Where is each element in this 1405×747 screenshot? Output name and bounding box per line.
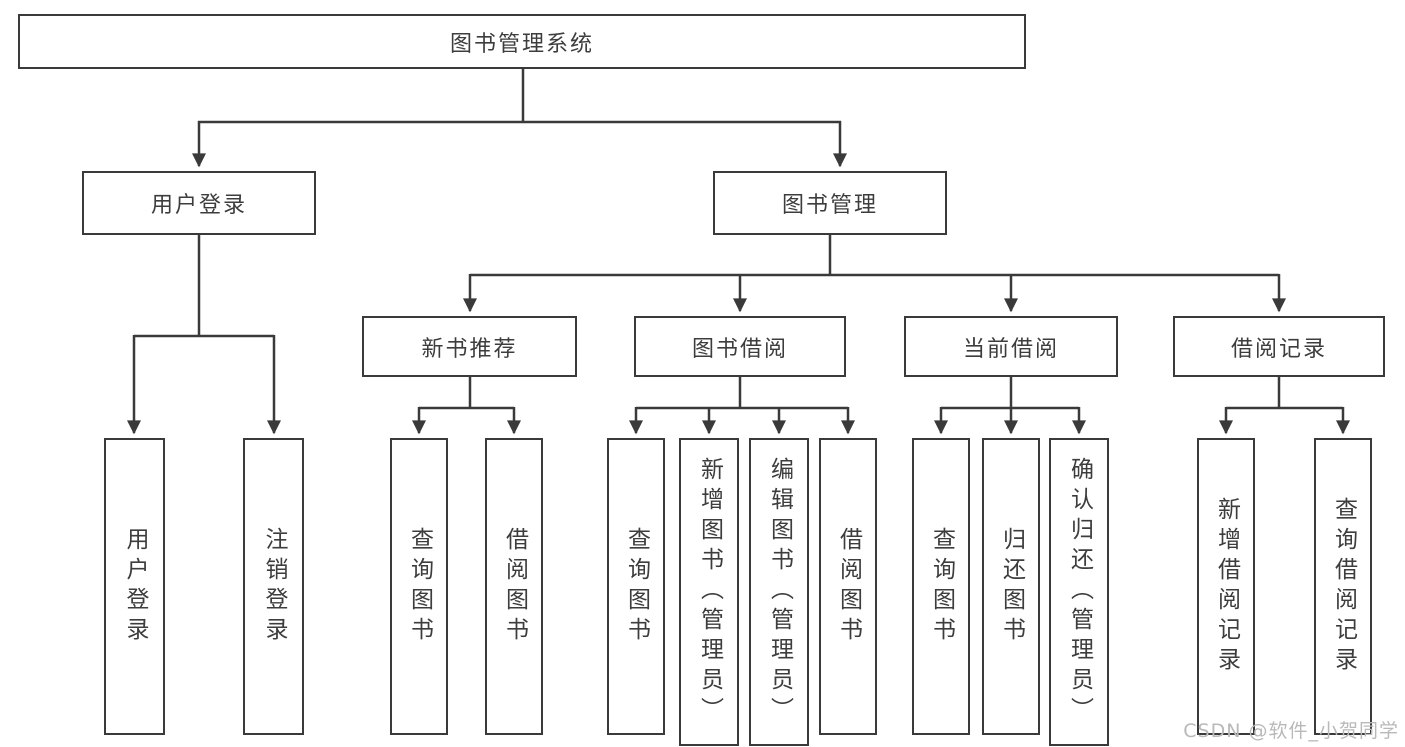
node-borrow-borrow-book-label: 借阅图书 <box>835 526 862 647</box>
node-borrow-records: 借阅记录 <box>1173 316 1385 377</box>
node-add-book-admin-label: 新增图书（管理员） <box>696 457 723 727</box>
node-book-borrow: 图书借阅 <box>634 316 846 377</box>
node-add-book-admin: 新增图书（管理员） <box>679 438 739 746</box>
node-login-label: 用户登录 <box>122 526 148 647</box>
node-query-borrow-record-label: 查询借阅记录 <box>1330 496 1357 677</box>
node-logout-label: 注销登录 <box>261 526 287 647</box>
node-logout: 注销登录 <box>243 438 304 735</box>
node-root: 图书管理系统 <box>18 14 1026 69</box>
node-confirm-return-admin-label: 确认归还（管理员） <box>1066 457 1093 727</box>
node-add-borrow-record: 新增借阅记录 <box>1197 438 1255 735</box>
node-new-book-recommend: 新书推荐 <box>362 316 577 377</box>
node-edit-book-admin-label: 编辑图书（管理员） <box>766 457 793 727</box>
watermark: CSDN @软件_小贺同学 <box>1183 720 1399 742</box>
node-borrow-borrow-book: 借阅图书 <box>819 438 877 735</box>
node-recommend-borrow-book-label: 借阅图书 <box>501 526 528 647</box>
node-confirm-return-admin: 确认归还（管理员） <box>1049 438 1109 746</box>
node-borrow-query-book: 查询图书 <box>607 438 665 735</box>
node-return-book: 归还图书 <box>982 438 1040 735</box>
node-login: 用户登录 <box>104 438 165 735</box>
node-book-management: 图书管理 <box>713 171 947 235</box>
node-current-borrow: 当前借阅 <box>904 316 1118 377</box>
node-add-borrow-record-label: 新增借阅记录 <box>1213 496 1240 677</box>
node-current-query-book: 查询图书 <box>912 438 970 735</box>
node-edit-book-admin: 编辑图书（管理员） <box>749 438 809 746</box>
node-current-query-book-label: 查询图书 <box>928 526 955 647</box>
node-user-login: 用户登录 <box>82 171 316 235</box>
node-recommend-query-book-label: 查询图书 <box>406 526 433 647</box>
node-recommend-query-book: 查询图书 <box>390 438 448 735</box>
node-recommend-borrow-book: 借阅图书 <box>485 438 543 735</box>
node-borrow-query-book-label: 查询图书 <box>623 526 650 647</box>
node-return-book-label: 归还图书 <box>998 526 1025 647</box>
node-query-borrow-record: 查询借阅记录 <box>1314 438 1372 735</box>
